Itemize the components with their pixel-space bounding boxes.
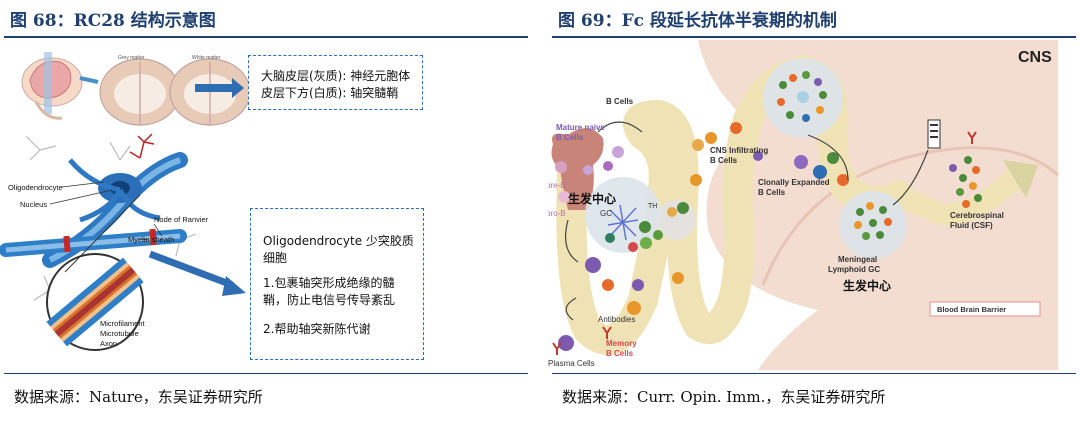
gc-label: GC bbox=[600, 209, 612, 218]
right-figure-title: 图 69：Fc 段延长抗体半衰期的机制 bbox=[558, 11, 837, 31]
csf-abbrev-label: Fluid (CSF) bbox=[950, 221, 993, 230]
left-title-rule bbox=[4, 36, 528, 38]
box2-heading-line2: 细胞 bbox=[263, 251, 288, 265]
arrow-to-box2-shaft bbox=[148, 250, 234, 289]
th-label: TH bbox=[648, 203, 657, 210]
red-dendrite-icon bbox=[129, 133, 155, 159]
cortex-description-box: 大脑皮层(灰质): 神经元胞体 皮层下方(白质): 轴突髓鞘 bbox=[248, 55, 423, 110]
bbb-label: Blood Brain Barrier bbox=[937, 305, 1006, 314]
node-of-ranvier-label: Node of Ranvier bbox=[154, 215, 209, 224]
csf-label: Cerebrospinal bbox=[950, 211, 1004, 220]
left-bottom-rule bbox=[4, 373, 528, 374]
mature-naive-label: Mature naive bbox=[556, 123, 605, 132]
box1-line1: 大脑皮层(灰质): 神经元胞体 bbox=[261, 69, 411, 83]
clonally-expanded-label: Clonally Expanded bbox=[758, 178, 830, 187]
white-matter-label: White matter bbox=[192, 55, 221, 61]
axon-label: Axon bbox=[100, 339, 117, 348]
cns-label: CNS bbox=[1018, 49, 1052, 66]
right-figure-panel: 图 69：Fc 段延长抗体半衰期的机制 bbox=[548, 0, 1080, 425]
box2-item1-line1: 1.包裹轴突形成绝缘的髓 bbox=[263, 276, 395, 290]
mature-naive-b-label: B Cells bbox=[556, 133, 584, 142]
nucleus-label: Nucleus bbox=[20, 200, 47, 209]
clonally-expanded-b-label: B Cells bbox=[758, 188, 786, 197]
right-bottom-rule bbox=[552, 373, 1076, 374]
b-cells bbox=[555, 122, 849, 351]
csf-tube-icon bbox=[927, 119, 941, 149]
csf-path bbox=[887, 164, 1029, 227]
axon-crosssection-zoom bbox=[46, 194, 144, 351]
bbb-label-box bbox=[929, 301, 1041, 317]
bone-marrow-icon bbox=[551, 128, 604, 210]
oligodendrocyte-label: Oligodendrocyte bbox=[8, 183, 63, 192]
clonal-cell-clusters bbox=[777, 71, 982, 240]
microfilament-label: Microfilament bbox=[100, 319, 146, 328]
microtubule-label: Microtubule bbox=[100, 329, 139, 338]
memory-label: Memory bbox=[606, 339, 637, 348]
plasma-cells-label: Plasma Cells bbox=[548, 359, 595, 368]
right-title-rule bbox=[552, 36, 1076, 38]
antibodies-label: Antibodies bbox=[598, 315, 635, 324]
fc-halflife-mechanism-diagram: CNS B Cells Mature naive B Cells pre-B p… bbox=[548, 40, 1059, 370]
box2-item1-line2: 鞘，防止电信号传导紊乱 bbox=[263, 293, 396, 307]
grey-matter-label: Grey matter bbox=[118, 55, 145, 61]
box2-item2: 2.帮助轴突新陈代谢 bbox=[263, 322, 371, 336]
oligodendrocyte-description-box: Oligodendrocyte 少突胶质 细胞 1.包裹轴突形成绝缘的髓 鞘，防… bbox=[250, 208, 424, 360]
leader-lines bbox=[49, 181, 163, 241]
dendritic-cell-icon bbox=[607, 204, 639, 241]
cns-infiltrating-b-label: B Cells bbox=[710, 156, 738, 165]
cns-infiltrating-label: CNS Infiltrating bbox=[710, 146, 768, 155]
meningeal-label: Meningeal bbox=[838, 255, 877, 264]
b-cells-label: B Cells bbox=[606, 97, 634, 106]
pre-b-label: pre-B bbox=[548, 181, 566, 190]
right-source-note: 数据来源：Curr. Opin. Imm.，东吴证券研究所 bbox=[562, 388, 886, 406]
left-source-note: 数据来源：Nature，东吴证券研究所 bbox=[14, 388, 263, 406]
left-figure-panel: 图 68：RC28 结构示意图 Grey matter White matter bbox=[0, 0, 532, 425]
arrow-to-box2-head bbox=[222, 276, 246, 296]
lymphoid-gc-label: Lymphoid GC bbox=[828, 265, 880, 274]
coronal-brain-slice bbox=[99, 58, 251, 126]
brain-arrow bbox=[79, 76, 99, 84]
rc28-structure-diagram: Grey matter White matter bbox=[0, 52, 251, 351]
arrow-to-box1 bbox=[195, 78, 244, 98]
germinal-center-cn2-label: 生发中心 bbox=[843, 278, 891, 293]
myelin-sheath-label: Myelin sheath bbox=[128, 235, 174, 244]
pro-b-label: pro-B bbox=[548, 209, 566, 218]
head-brain-illustration bbox=[21, 52, 83, 120]
germinal-center bbox=[585, 177, 661, 253]
left-figure-title: 图 68：RC28 结构示意图 bbox=[10, 11, 216, 31]
germinal-center-cn-label: 生发中心 bbox=[568, 191, 616, 206]
box1-line2: 皮层下方(白质): 轴突髓鞘 bbox=[261, 86, 399, 100]
antibody-icons bbox=[552, 131, 977, 355]
csf-arrowhead bbox=[1003, 160, 1038, 198]
box2-heading-line1: Oligodendrocyte 少突胶质 bbox=[263, 234, 414, 248]
flow-arrows bbox=[565, 121, 929, 321]
csf-tube-bars bbox=[930, 124, 938, 138]
memory-b-cells-label: B Cells bbox=[606, 349, 634, 358]
